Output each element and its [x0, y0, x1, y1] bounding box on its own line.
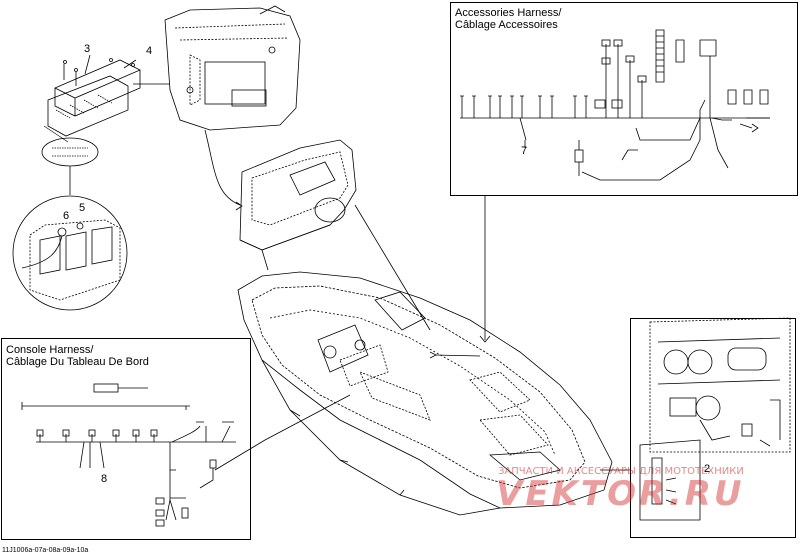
boat-hull: [237, 271, 613, 516]
console-harness-box: [1, 338, 251, 540]
console-title-line1: Console Harness/: [6, 344, 94, 356]
fuse-box: [47, 54, 141, 137]
console-panel: [239, 139, 357, 271]
accessories-title-line2: Câblage Accessoires: [455, 19, 558, 31]
console-harness-lines: [21, 383, 236, 527]
callout-4: 4: [146, 45, 153, 57]
diagram-code: 11J1006a-07a-08a-09a-10a: [2, 547, 89, 554]
accessories-harness-box: [450, 2, 798, 196]
callout-3: 3: [84, 43, 91, 55]
dash-top-assembly: [164, 5, 301, 131]
callout-2: 2: [704, 463, 711, 475]
callout-5: 5: [79, 202, 86, 214]
console-detail-box: [630, 318, 796, 538]
detail-circle: [12, 195, 128, 311]
console-closeup: [639, 317, 791, 521]
console-title-line2: Câblage Du Tableau De Bord: [6, 356, 149, 368]
accessories-harness-lines: [460, 29, 770, 181]
watermark-brand: VEKTOR.RU: [496, 474, 745, 514]
callout-7: 7: [521, 145, 528, 157]
callout-8: 8: [101, 473, 108, 485]
accessories-title-line1: Accessories Harness/: [455, 7, 562, 19]
callout-6: 6: [63, 210, 70, 222]
watermark-subtitle: ЗАПЧАСТИ И АКСЕССУАРЫ ДЛЯ МОТОТЕХНИКИ: [498, 466, 744, 477]
